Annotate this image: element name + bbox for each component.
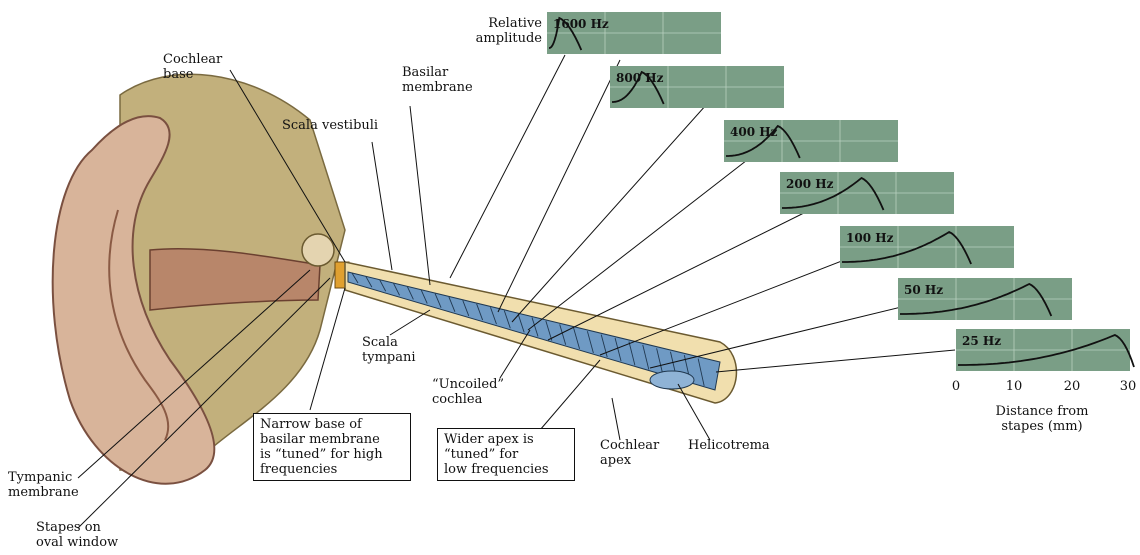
x-tick-0: 0 xyxy=(952,379,960,394)
panel-100hz: 100 Hz xyxy=(840,226,1014,268)
frequency-label: 200 Hz xyxy=(786,177,834,191)
frequency-label: 50 Hz xyxy=(904,283,943,297)
x-tick-10: 10 xyxy=(1006,379,1023,394)
scala-tympani-label: Scala tympani xyxy=(362,335,416,365)
panel-50hz: 50 Hz xyxy=(898,278,1072,320)
uncoiled-cochlea xyxy=(345,262,736,403)
wider-apex-callout: Wider apex is “tuned” for low frequencie… xyxy=(437,428,575,481)
panel-1600hz: 1600 Hz xyxy=(547,12,721,54)
stapes-label: Stapes on oval window xyxy=(36,520,118,550)
distance-axis: 0 10 20 30 xyxy=(952,379,1136,394)
panel-800hz: 800 Hz xyxy=(610,66,784,108)
distance-axis-label: Distance from stapes (mm) xyxy=(982,404,1102,434)
frequency-label: 800 Hz xyxy=(616,71,664,85)
relative-amplitude-label: Relative amplitude xyxy=(458,16,542,46)
scala-vestibuli-label: Scala vestibuli xyxy=(282,118,378,133)
panel-400hz: 400 Hz xyxy=(724,120,898,162)
middle-ear-ossicles xyxy=(302,234,334,266)
tympanic-membrane-label: Tympanic membrane xyxy=(8,470,79,500)
frequency-label: 25 Hz xyxy=(962,334,1001,348)
frequency-label: 1600 Hz xyxy=(553,17,609,31)
panel-25hz: 25 Hz xyxy=(956,329,1134,371)
frequency-label: 100 Hz xyxy=(846,231,894,245)
cochlear-base-label: Cochlear base xyxy=(163,52,222,82)
frequency-label: 400 Hz xyxy=(730,125,778,139)
x-tick-20: 20 xyxy=(1064,379,1081,394)
helicotrema-opening xyxy=(650,371,694,389)
narrow-base-callout: Narrow base of basilar membrane is “tune… xyxy=(253,413,411,481)
amplitude-panels: 1600 Hz 800 Hz 400 Hz 200 Hz 100 Hz 50 Hz 25 H… xyxy=(547,12,1134,371)
panel-200hz: 200 Hz xyxy=(780,172,954,214)
basilar-membrane-label: Basilar membrane xyxy=(402,65,473,95)
helicotrema-label: Helicotrema xyxy=(688,438,770,453)
x-tick-30: 30 xyxy=(1120,379,1137,394)
cochlear-apex-label: Cochlear apex xyxy=(600,438,659,468)
uncoiled-cochlea-label: “Uncoiled” cochlea xyxy=(432,377,504,407)
